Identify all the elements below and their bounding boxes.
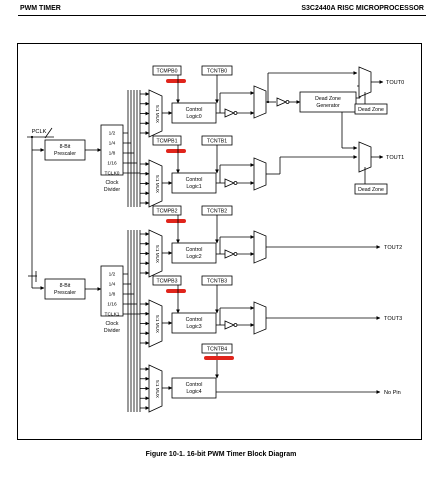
divider-tap-1: 1/4 xyxy=(109,282,116,288)
tcntb-label: TCNTB0 xyxy=(207,69,227,75)
control-logic-3 xyxy=(171,312,217,334)
pclk-label: PCLK xyxy=(32,129,47,135)
divider-tap-0: 1/2 xyxy=(109,272,116,278)
control-label-line1: Control xyxy=(186,317,203,323)
five-to-one-mux-0 xyxy=(148,89,163,138)
tcntb-label: TCNTB4 xyxy=(207,347,227,353)
header-rule xyxy=(18,15,426,16)
figure-caption: Figure 10-1. 16-bit PWM Timer Block Diag… xyxy=(145,451,297,458)
tcntb-label: TCNTB3 xyxy=(207,279,227,285)
clock-divider-label1: Clock xyxy=(106,321,119,327)
tcmpb-register-1 xyxy=(152,135,182,146)
mux-label: 5:1 MUX xyxy=(155,105,160,123)
divider-tap-4: TCLK0 xyxy=(105,171,120,177)
no-pin-label: No Pin xyxy=(384,390,401,396)
divider-tap-1: 1/4 xyxy=(109,141,116,147)
prescaler-1 xyxy=(44,278,86,300)
divider-tap-3: 1/16 xyxy=(107,302,117,308)
dzg-label-line2: Generator xyxy=(316,103,340,109)
control-label-line1: Control xyxy=(186,107,203,113)
control-logic-4 xyxy=(171,377,217,399)
pclk-slash xyxy=(44,127,53,139)
control-label-line2: Logic0 xyxy=(186,114,201,120)
inverter-bubble xyxy=(285,100,290,104)
tcmpb-label: TCMPB0 xyxy=(156,69,177,75)
inverter-bubble xyxy=(233,181,238,185)
control-label-line1: Control xyxy=(186,247,203,253)
buffer-symbol xyxy=(224,320,235,330)
document-title: S3C2440A RISC MICROPROCESSOR xyxy=(301,5,424,12)
mux-label: 5:1 MUX xyxy=(155,315,160,333)
dead-zone-box-1 xyxy=(354,183,388,195)
tcmpb-label: TCMPB1 xyxy=(156,139,177,145)
mux-label: 5:1 MUX xyxy=(155,175,160,193)
tout-label-3: TOUT3 xyxy=(384,316,402,322)
page-header: PWM TIMER S3C2440A RISC MICROPROCESSOR xyxy=(0,0,442,16)
clock-divider-1 xyxy=(100,265,124,317)
clock-divider-0 xyxy=(100,124,124,176)
buffer-symbol xyxy=(224,249,235,259)
divider-tap-2: 1/8 xyxy=(109,292,116,298)
control-label-line1: Control xyxy=(186,382,203,388)
dzg-label-line1: Dead Zone xyxy=(315,96,341,102)
tout-label-2: TOUT2 xyxy=(384,245,402,251)
dead-zone-label-1: Dead Zone xyxy=(358,187,384,193)
prescaler-0 xyxy=(44,139,86,161)
inverter-bubble xyxy=(233,111,238,115)
clock-divider-label2: Divider xyxy=(104,328,120,334)
output-mux xyxy=(358,66,372,98)
tcmpb-register-0 xyxy=(152,65,182,76)
divider-tap-3: 1/16 xyxy=(107,161,117,167)
output-mux xyxy=(253,230,267,264)
five-to-one-mux-4 xyxy=(148,364,163,413)
tcmpb-register-3 xyxy=(152,275,182,286)
control-logic-0 xyxy=(171,102,217,124)
clock-divider-label1: Clock xyxy=(106,180,119,186)
control-label-line2: Logic4 xyxy=(186,389,201,395)
control-logic-1 xyxy=(171,172,217,194)
tcmpb-label: TCMPB3 xyxy=(156,279,177,285)
tout1-label: TOUT1 xyxy=(386,155,404,161)
output-mux xyxy=(358,141,372,173)
dead-zone-box-0 xyxy=(354,103,388,115)
buffer-symbol xyxy=(224,108,235,118)
dead-zone-generator xyxy=(299,91,357,113)
output-mux xyxy=(253,157,267,191)
mux-label: 5:1 MUX xyxy=(155,245,160,263)
tcntb-label: TCNTB1 xyxy=(207,139,227,145)
section-title: PWM TIMER xyxy=(20,5,61,12)
prescaler-label-line1: 8-Bit xyxy=(60,283,71,289)
control-label-line1: Control xyxy=(186,177,203,183)
divider-tap-4: TCLK1 xyxy=(105,312,120,318)
buffer-symbol xyxy=(276,97,287,107)
five-to-one-mux-1 xyxy=(148,159,163,208)
five-to-one-mux-3 xyxy=(148,299,163,348)
five-to-one-mux-2 xyxy=(148,229,163,278)
prescaler-label-line2: Prescaler xyxy=(54,151,76,157)
mux-label: 5:1 MUX xyxy=(155,380,160,398)
buffer-symbol xyxy=(224,178,235,188)
clock-divider-label2: Divider xyxy=(104,187,120,193)
divider-tap-0: 1/2 xyxy=(109,131,116,137)
inverter-bubble xyxy=(233,252,238,256)
divider-tap-2: 1/8 xyxy=(109,151,116,157)
control-label-line2: Logic1 xyxy=(186,184,201,190)
control-label-line2: Logic2 xyxy=(186,254,201,260)
prescaler-label-line2: Prescaler xyxy=(54,290,76,296)
tout0-label: TOUT0 xyxy=(386,80,404,86)
tcmpb-label: TCMPB2 xyxy=(156,209,177,215)
output-mux xyxy=(253,85,267,119)
control-logic-2 xyxy=(171,242,217,264)
inverter-bubble xyxy=(233,323,238,327)
prescaler-label-line1: 8-Bit xyxy=(60,144,71,150)
output-mux xyxy=(253,301,267,335)
tcmpb-register-2 xyxy=(152,205,182,216)
junction-dot xyxy=(30,135,34,139)
tcntb-label: TCNTB2 xyxy=(207,209,227,215)
diagram-frame xyxy=(17,43,422,440)
control-label-line2: Logic3 xyxy=(186,324,201,330)
dead-zone-label-0: Dead Zone xyxy=(358,107,384,113)
